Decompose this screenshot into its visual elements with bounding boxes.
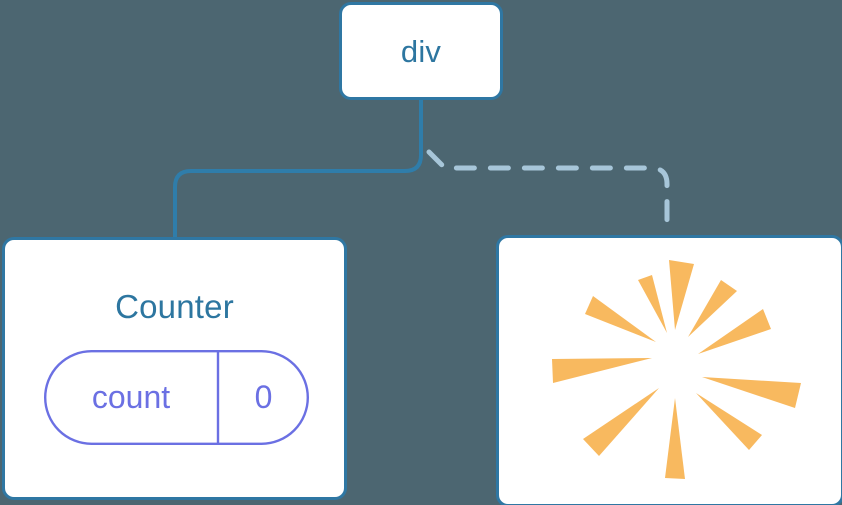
- node-counter[interactable]: Counter count 0: [2, 237, 347, 500]
- state-pill-key: count: [91, 379, 171, 415]
- state-pill-shape: [44, 350, 309, 445]
- node-div[interactable]: div: [339, 2, 503, 100]
- node-counter-label: Counter: [115, 288, 234, 325]
- burst-rays-icon: [499, 238, 841, 504]
- edge-div-to-counter: [173, 98, 423, 239]
- node-burst[interactable]: [496, 235, 842, 505]
- node-div-label: div: [400, 34, 442, 69]
- state-pill[interactable]: count 0: [44, 350, 309, 445]
- edge-div-to-burst: [426, 149, 670, 238]
- state-pill-value: 0: [254, 379, 273, 415]
